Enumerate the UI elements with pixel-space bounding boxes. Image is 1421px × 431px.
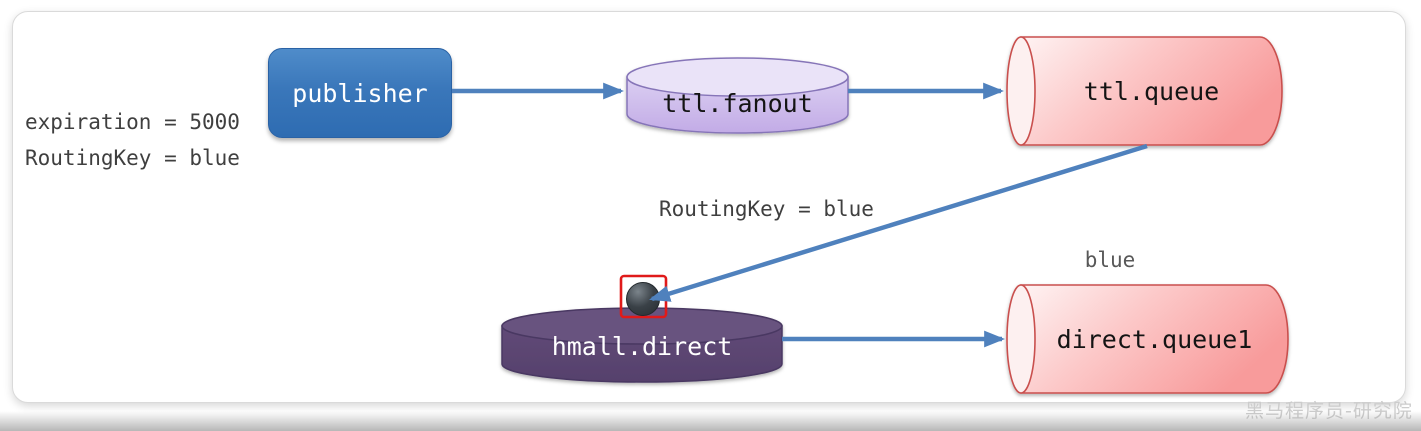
direct-queue1-cylinder	[1006, 284, 1289, 394]
publisher-node: publisher	[268, 48, 452, 138]
ttl-fanout-cylinder	[626, 57, 849, 134]
bottom-edge-shadow	[0, 411, 1421, 431]
publisher-label: publisher	[292, 78, 428, 108]
ttl-queue-cylinder	[1006, 36, 1283, 146]
hmall-direct-cylinder	[501, 307, 783, 383]
arrow-ttlqueue-to-direct	[648, 143, 1148, 302]
